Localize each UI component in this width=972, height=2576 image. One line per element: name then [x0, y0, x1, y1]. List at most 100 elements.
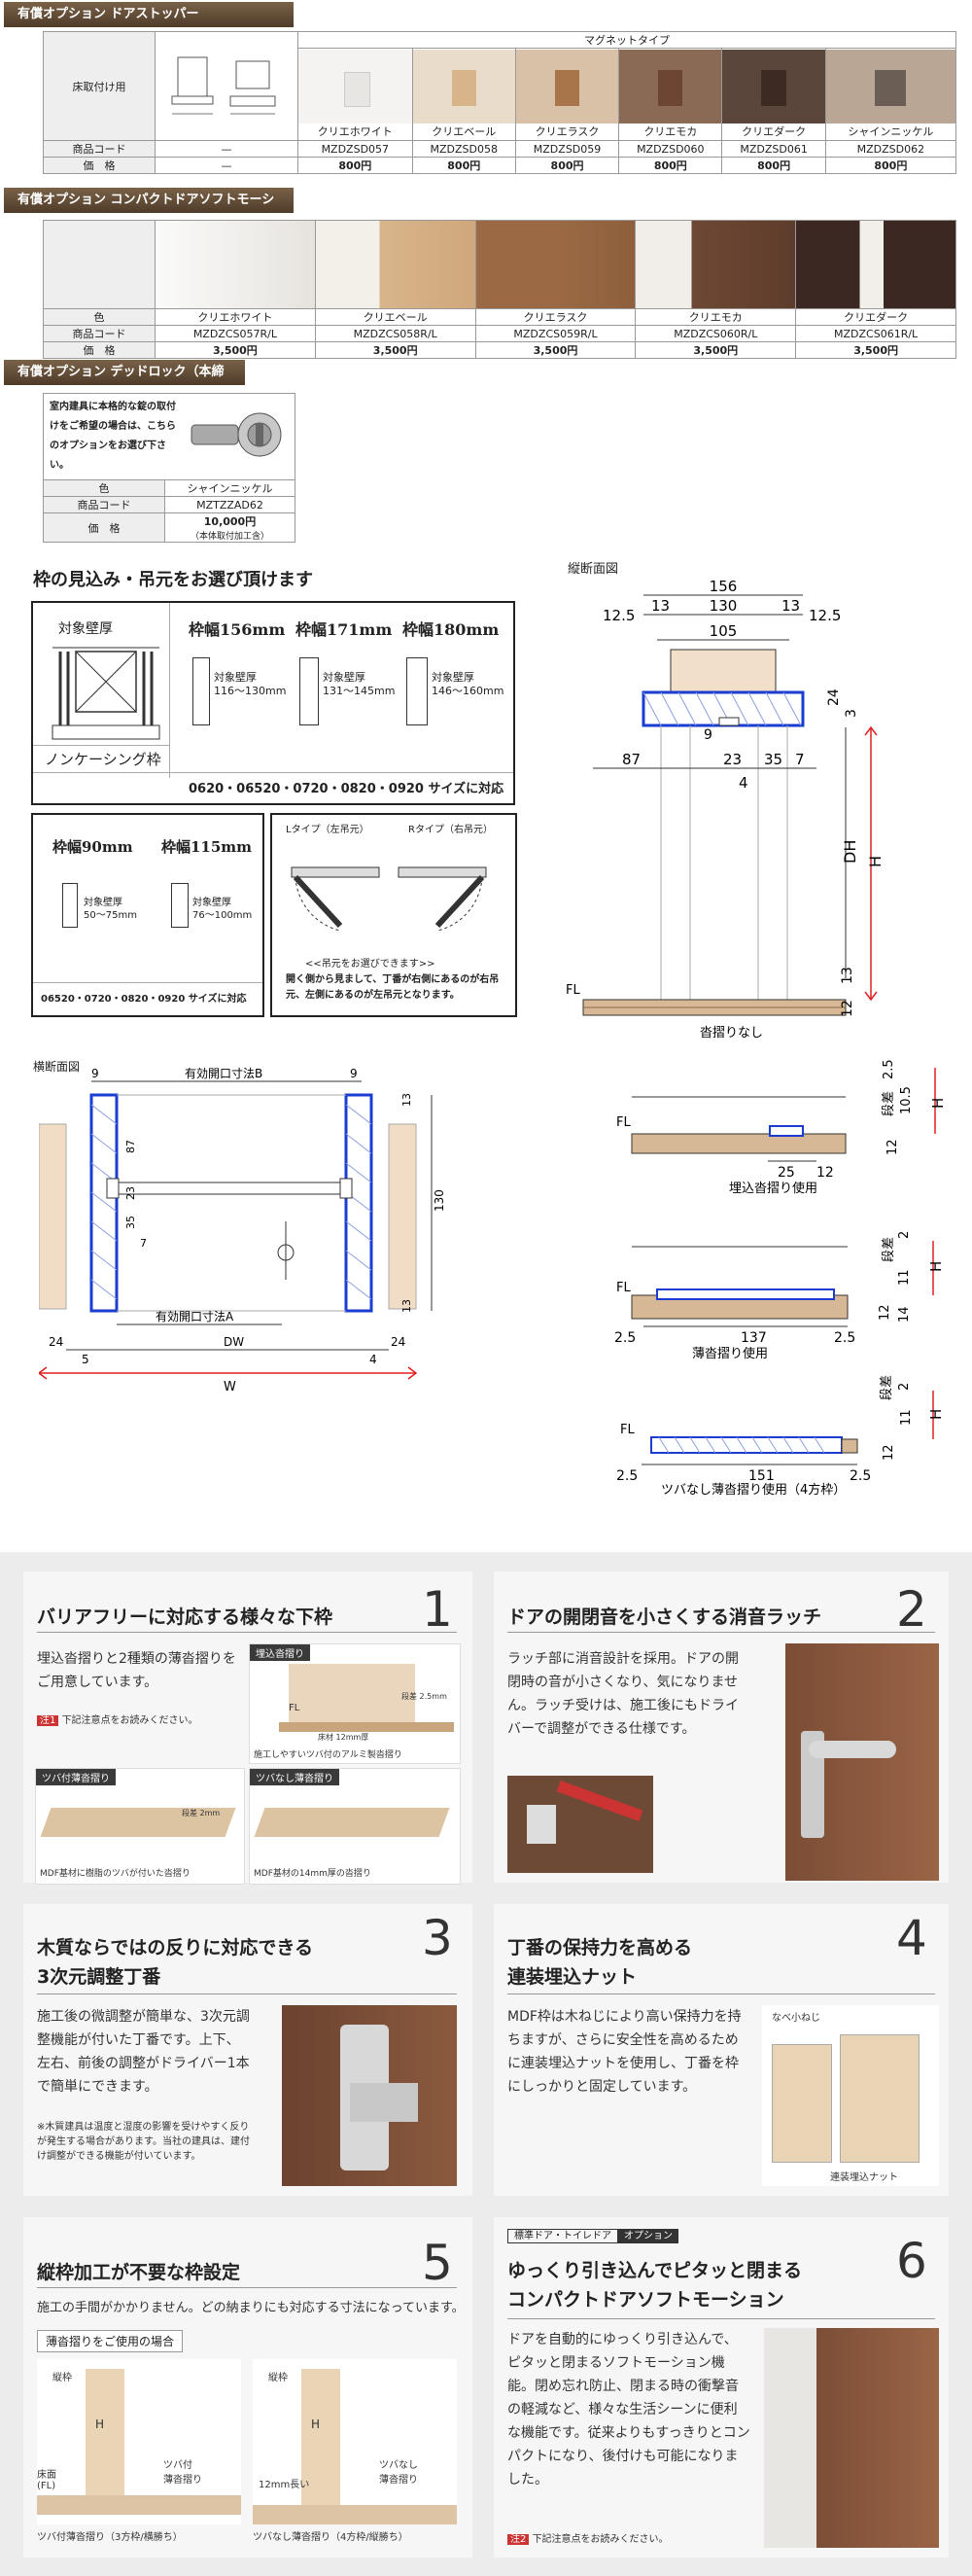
s3-d12: 12 [882, 1444, 896, 1461]
horizontal-section-diagram: 9 有効開口寸法B 9 87 23 35 7 13 130 13 有効開口寸法A… [39, 1066, 446, 1394]
deadlock-price: 10,000円（本体取付加工含） [164, 512, 295, 543]
frame-block-156 [192, 657, 210, 725]
v-d7: 7 [795, 751, 805, 768]
feature-5-tsuba-2a: ツバなし [379, 2460, 418, 2471]
feature-4-title-bold: 連装埋込ナット [507, 1966, 638, 1988]
feature-4-label2: 連装埋込ナット [830, 2172, 898, 2183]
width-115-label: 枠幅115mm [161, 838, 253, 856]
stopper-price-5: 800円 [824, 157, 957, 174]
noncasing-label: ノンケーシング枠 [45, 751, 161, 768]
stopper-code-4: MZDZSD061 [721, 140, 826, 158]
feature-1-img2-label: ツバ付薄沓摺り [36, 1769, 116, 1785]
frame-block-180 [406, 657, 428, 725]
feature-3-note: ※木質建具は温度と湿度の影響を受けやすく反りが発生する場合があります。当社の建具… [37, 2122, 250, 2162]
h-opening-a: 有効開口寸法A [156, 1309, 234, 1323]
stopper-price-dash: — [155, 157, 298, 174]
s3-caption: ツバなし薄沓摺り使用（4方枠） [661, 1482, 846, 1498]
s1-d12: 12 [816, 1165, 834, 1181]
feature-5-img1: 縦枠 H 床面(FL) ツバ付薄沓摺り [37, 2359, 241, 2524]
h-d13a: 13 [400, 1093, 413, 1107]
feature-6-tags: 標準ドア・トイレドアオプション [507, 2227, 678, 2243]
v-d13a: 13 [651, 597, 670, 615]
h-d5: 5 [82, 1353, 89, 1366]
feature-1-note-text: 下記注意点をお読みください。 [61, 1715, 198, 1726]
v-d9: 9 [704, 727, 712, 743]
h-d7: 7 [140, 1237, 147, 1250]
feature-2-door-image [785, 1643, 939, 1881]
stopper-code-0: MZDZSD057 [297, 140, 413, 158]
v-d23: 23 [723, 751, 742, 768]
feature-3-hinge-image [282, 2005, 457, 2186]
feature-1-img3: ツバなし薄沓摺り MDF基材の14mm厚の沓摺り [249, 1768, 461, 1885]
stopper-drawing-svg [171, 56, 276, 115]
softmotion-swatch-0 [155, 220, 316, 309]
h-d35: 35 [124, 1216, 137, 1229]
stopper-item-3: クリエモカ [618, 48, 723, 141]
stopper-code-1: MZDZSD058 [411, 140, 516, 158]
feature-3-number: 3 [422, 1910, 453, 1966]
deadlock-color-label: 色 [43, 479, 165, 497]
feature-1-m3-b: 2mm [199, 1809, 221, 1817]
v-d156: 156 [710, 578, 738, 595]
s2-d2-5a: 2.5 [614, 1330, 636, 1346]
s2-d11: 11 [897, 1269, 912, 1286]
feature-5-img2: 縦枠 H 12mm長い ツバなし薄沓摺り [253, 2359, 457, 2524]
softmotion-name-1: クリエベール [314, 308, 476, 326]
stopper-code-5: MZDZSD062 [824, 140, 957, 158]
s1-d12b: 12 [885, 1139, 900, 1155]
softmotion-name-0: クリエホワイト [155, 308, 316, 326]
feature-5-h-1: H [95, 2417, 105, 2431]
width-180-range: 146〜160mm [432, 685, 504, 697]
feature-1-title-bold: 下枠 [295, 1606, 333, 1628]
hinge-choose: <<吊元をお選びできます>> [305, 959, 435, 970]
feature-2-title-text: ドアの開閉音を小さくする [507, 1606, 730, 1628]
softmotion-price-2: 3,500円 [474, 341, 637, 359]
width-90-label: 枠幅90mm [52, 838, 133, 856]
softmotion-code-2: MZDZCS059R/L [474, 325, 637, 342]
stopper-name-5: シャインニッケル [848, 125, 934, 138]
v-d3: 3 [844, 709, 859, 718]
horizontal-title: 横断面図 [33, 1060, 81, 1074]
stopper-item-5: シャインニッケル [824, 48, 957, 141]
s2-d137: 137 [741, 1330, 767, 1346]
v-d125a: 12.5 [603, 607, 635, 624]
rtype-label: Rタイプ（右吊元） [408, 825, 493, 835]
s3-d151: 151 [748, 1468, 775, 1484]
width-171-range: 131〜145mm [323, 685, 396, 697]
feature-1-img3-caption: MDF基材の14mm厚の沓摺り [254, 1869, 371, 1879]
target-wall-label: 対象壁厚 [58, 621, 113, 637]
feature-2-number: 2 [896, 1581, 927, 1638]
feature-1-m1-a: 床材 [318, 1733, 333, 1742]
v-d105: 105 [710, 622, 738, 640]
softmotion-code-1: MZDZCS058R/L [314, 325, 476, 342]
v-d13b: 13 [781, 597, 800, 615]
s3-step: 段差 [880, 1375, 894, 1400]
feature-6-door-image [764, 2328, 939, 2548]
stopper-price-2: 800円 [514, 157, 620, 174]
feature-4-title: 丁番の保持力を高める連装埋込ナット [507, 1933, 692, 1992]
softmotion-price-label: 価 格 [43, 341, 156, 359]
h-w: W [224, 1380, 236, 1394]
softmotion-code-3: MZDZCS060R/L [635, 325, 797, 342]
h-d9b: 9 [350, 1067, 358, 1080]
s2-h: H [927, 1261, 945, 1272]
frame-box-1: 対象壁厚 ノンケーシング枠 枠幅156mm 枠幅171mm 枠幅180mm 対象… [31, 601, 515, 805]
softmotion-code-4: MZDZCS061R/L [795, 325, 956, 342]
frame-block-171 [299, 657, 319, 725]
softmotion-name-3: クリエモカ [635, 308, 797, 326]
v-caption: 沓摺りなし [700, 1026, 763, 1041]
feature-6-title: ゆっくり引き込んでピタッと閉まるコンパクトドアソフトモーション [507, 2256, 802, 2314]
feature-1-m1: 床材 12mm厚 [318, 1732, 368, 1743]
feature-5-number: 5 [422, 2235, 453, 2291]
softmotion-color-label: 色 [43, 308, 156, 326]
deadlock-code: MZTZZAD62 [164, 496, 295, 513]
v-d24: 24 [826, 688, 842, 706]
ltype-label: Lタイプ（左吊元） [286, 825, 369, 835]
feature-4-nut-image: なべ小ねじ 連装埋込ナット [762, 2005, 939, 2186]
deadlock-price-label: 価 格 [43, 512, 165, 543]
stopper-name-1: クリエベール [432, 125, 497, 138]
feature-5-long: 12mm長い [259, 2480, 310, 2490]
feature-3-title-bold: 3次元調整丁番 [37, 1966, 161, 1988]
